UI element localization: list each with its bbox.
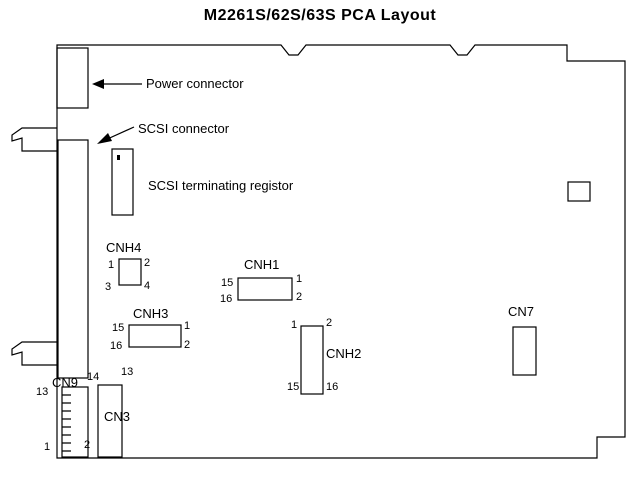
scsi-terminating-resistor-label: SCSI terminating registor <box>148 178 294 193</box>
cn9-pin-ticks <box>62 394 71 452</box>
power-connector-shape <box>56 47 89 109</box>
cnh4-pin-3: 3 <box>105 281 112 293</box>
cnh2-pin-15: 15 <box>287 381 300 393</box>
cnh2-shape <box>300 325 324 395</box>
scsi-connector-arrow-head <box>97 133 112 144</box>
cnh3-pin-15: 15 <box>112 322 125 334</box>
scsi-connector-label: SCSI connector <box>138 121 230 136</box>
cn9-pin-1: 1 <box>44 441 51 453</box>
cnh1-label: CNH1 <box>244 257 280 272</box>
cnh1-pin-15: 15 <box>221 277 234 289</box>
cn9-pin-2: 2 <box>84 439 91 451</box>
cn7-shape <box>512 326 537 376</box>
cn3-shape <box>97 384 123 458</box>
cn9-shape <box>61 386 89 458</box>
cnh3-pin-1: 1 <box>184 320 191 332</box>
cnh3-shape <box>128 324 182 348</box>
cnh4-pin-4: 4 <box>144 280 151 292</box>
cn3-pin-13: 13 <box>121 366 134 378</box>
cnh2-pin-1: 1 <box>291 319 298 331</box>
cnh1-shape <box>237 277 293 301</box>
board-outline <box>56 44 626 459</box>
cnh1-pin-1: 1 <box>296 273 303 285</box>
cnh2-label: CNH2 <box>326 346 362 361</box>
cn3-label: CN3 <box>104 409 131 424</box>
board-edge-step <box>567 181 591 202</box>
cnh3-pin-16: 16 <box>110 340 123 352</box>
power-connector-label: Power connector <box>146 76 244 91</box>
power-connector-arrow-head <box>92 79 104 89</box>
cnh1-pin-16: 16 <box>220 293 233 305</box>
cnh3-label: CNH3 <box>133 306 169 321</box>
resistor-pin1-mark <box>117 155 120 160</box>
cnh2-pin-16: 16 <box>326 381 339 393</box>
scsi-terminating-resistor-shape <box>111 148 134 216</box>
cn9-pin-14: 14 <box>87 371 100 383</box>
cnh3-pin-2: 2 <box>184 339 191 351</box>
cn7-label: CN7 <box>508 304 535 319</box>
cnh4-label: CNH4 <box>106 240 142 255</box>
scsi-connector-shape <box>57 139 89 379</box>
cn9-label: CN9 <box>52 375 79 390</box>
cn9-pin-13: 13 <box>36 386 49 398</box>
cnh2-pin-2: 2 <box>326 317 333 329</box>
cnh1-pin-2: 2 <box>296 291 303 303</box>
cnh4-pin-1: 1 <box>108 259 115 271</box>
diagram-title: M2261S/62S/63S PCA Layout <box>203 7 437 24</box>
mounting-tab-top <box>11 127 57 152</box>
mounting-tab-bottom <box>11 341 57 366</box>
cnh4-pin-2: 2 <box>144 257 151 269</box>
cnh4-shape <box>118 258 142 286</box>
